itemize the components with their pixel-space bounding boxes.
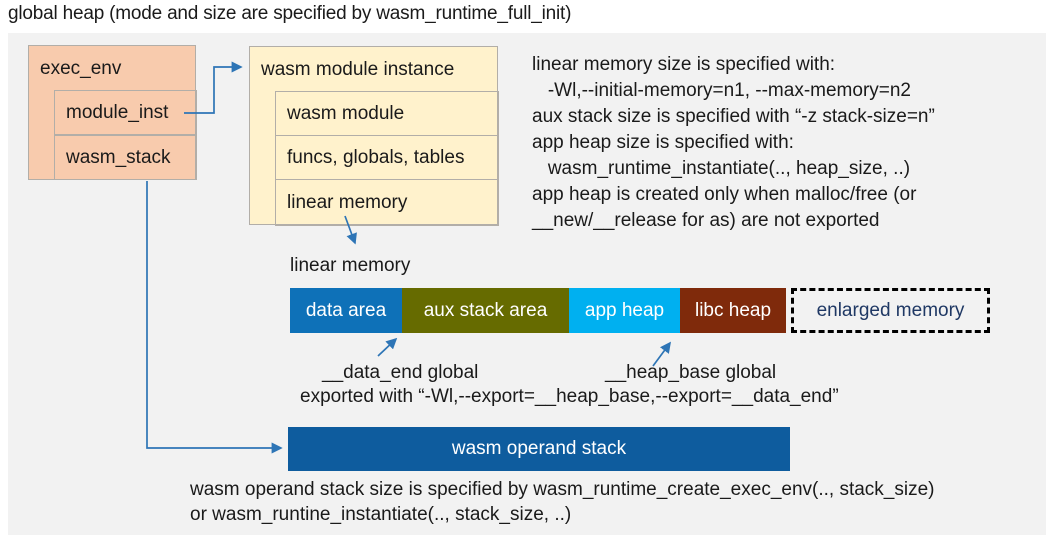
note-line: __new/__release for as) are not exported [532,210,880,231]
module-instance-row-linear-memory: linear memory [275,179,499,226]
note-line: aux stack size is specified with “-z sta… [532,106,935,127]
segment-libc-heap: libc heap [680,288,786,333]
segment-enlarged-memory: enlarged memory [791,288,990,333]
note-line: -Wl,--initial-memory=n1, --max-memory=n2 [532,80,911,101]
operand-stack-notes: wasm operand stack size is specified by … [190,477,935,527]
exec-env-row-wasm-stack: wasm_stack [54,135,197,180]
segment-data-area: data area [290,288,402,333]
note-line: app heap is created only when malloc/fre… [532,184,917,205]
note-line: wasm operand stack size is specified by … [190,479,935,500]
module-instance-row-wasm-module: wasm module [275,91,499,136]
heap-base-global-label: __heap_base global [605,362,777,383]
note-line: or wasm_runtine_instantiate(.., stack_si… [190,504,572,525]
data-end-global-label: __data_end global [322,362,479,383]
segment-aux-stack-area: aux stack area [402,288,569,333]
diagram-title: global heap (mode and size are specified… [8,3,572,24]
module-instance-header: wasm module instance [261,59,455,80]
memory-size-notes: linear memory size is specified with: -W… [532,52,935,234]
linear-memory-label: linear memory [290,255,411,276]
note-line: wasm_runtime_instantiate(.., heap_size, … [532,158,911,179]
export-flags-label: exported with “-Wl,--export=__heap_base,… [300,386,839,407]
exec-env-row-module-inst: module_inst [54,90,197,135]
segment-app-heap: app heap [569,288,680,333]
note-line: linear memory size is specified with: [532,54,836,75]
module-instance-box: wasm module instance wasm module funcs, … [249,46,499,226]
exec-env-box: exec_env module_inst wasm_stack [28,45,197,180]
wasm-operand-stack-bar: wasm operand stack [288,427,790,471]
exec-env-header: exec_env [40,58,122,79]
note-line: app heap size is specified with: [532,132,794,153]
module-instance-row-funcs-globals-tables: funcs, globals, tables [275,135,499,180]
